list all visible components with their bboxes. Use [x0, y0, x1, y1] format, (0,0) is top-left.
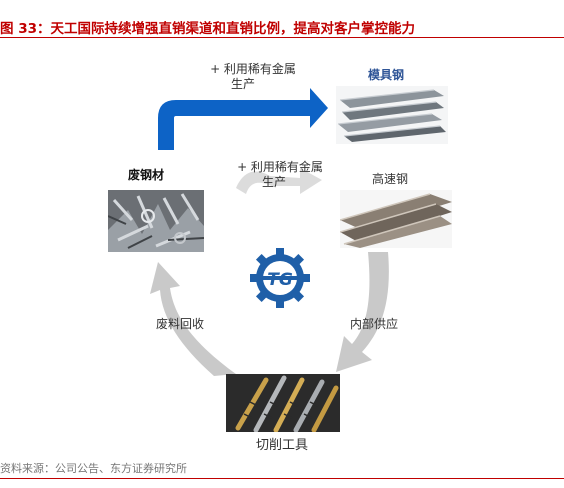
tg-gear-logo: TG [248, 246, 312, 310]
die-steel-label: 模具钢 [368, 68, 405, 82]
scrap-label: 废钢材 [128, 168, 165, 182]
internal-supply-label: 内部供应 [350, 317, 399, 331]
gear-icon: TG [250, 248, 310, 308]
hss-photo [340, 190, 452, 248]
svg-text:TG: TG [267, 270, 293, 290]
figure-title: 图 33：天工国际持续增强直销渠道和直销比例，提高对客户掌控能力 [0, 21, 415, 37]
scrap-photo [108, 190, 204, 252]
die-steel-photo [336, 86, 448, 144]
grey-middle-arrow [236, 168, 322, 194]
top-divider [0, 37, 564, 38]
bottom-divider [0, 478, 564, 479]
grey-arrow-scrap-recycling [150, 262, 236, 376]
cutting-tools-label: 切削工具 [256, 438, 309, 453]
grey-arrow-internal-supply [336, 252, 389, 372]
top-arrow-label: + 利用稀有金属 生产 [210, 62, 296, 91]
middle-arrow-label: + 利用稀有金属 生产 [237, 160, 323, 189]
cutting-tools-photo [226, 374, 340, 432]
hss-label: 高速钢 [372, 172, 409, 186]
scrap-recycling-label: 废料回收 [156, 317, 205, 331]
blue-arrow [158, 88, 328, 150]
source-note: 资料来源：公司公告、东方证券研究所 [0, 462, 187, 475]
